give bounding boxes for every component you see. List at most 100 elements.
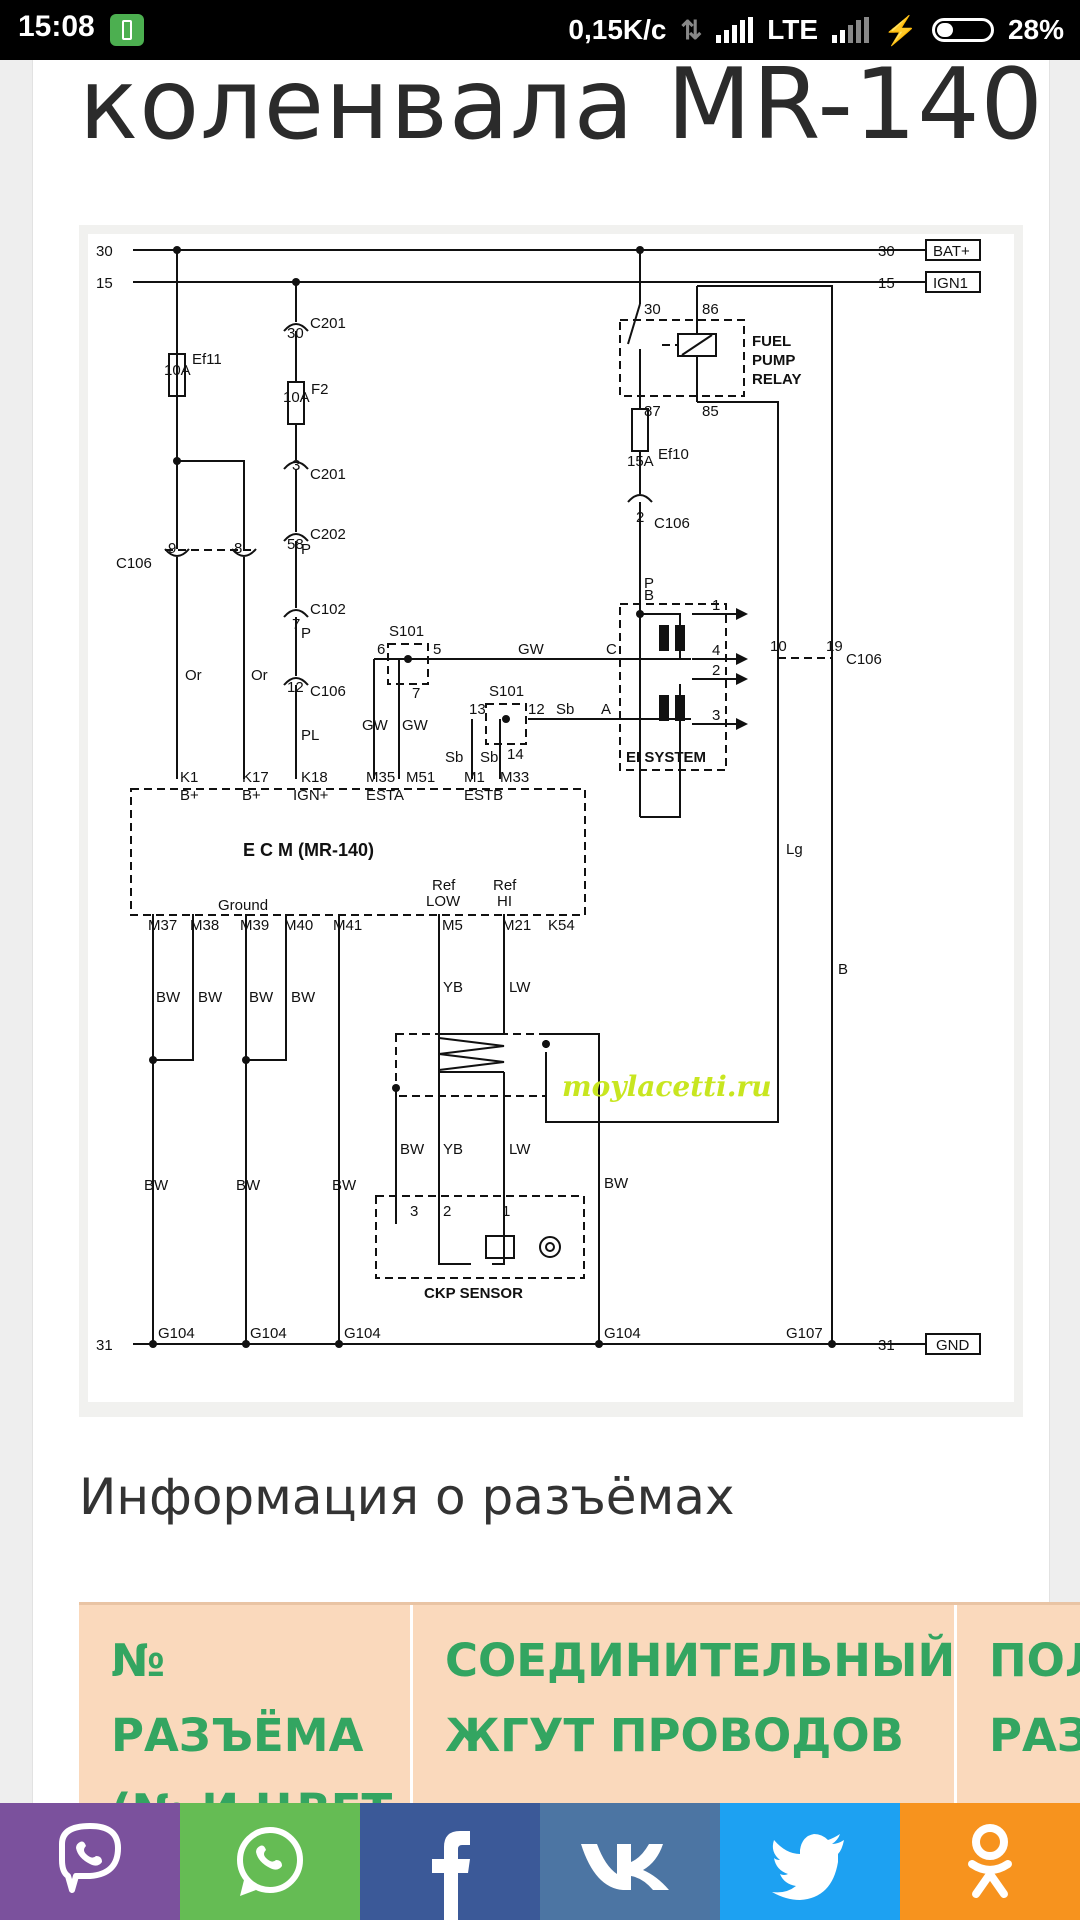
wiring-diagram-figure[interactable]: 30 30 BAT+ 15 15 IGN1 31 31 GND 10A Ef11… bbox=[79, 225, 1023, 1417]
vk-icon bbox=[581, 1843, 669, 1890]
svg-text:M39: M39 bbox=[240, 917, 269, 934]
svg-text:HI: HI bbox=[497, 893, 512, 910]
svg-text:M35: M35 bbox=[366, 769, 395, 786]
svg-text:8: 8 bbox=[234, 540, 242, 557]
svg-text:G104: G104 bbox=[604, 1325, 641, 1342]
svg-text:IGN+: IGN+ bbox=[293, 787, 329, 804]
svg-text:BW: BW bbox=[144, 1177, 169, 1194]
svg-text:M21: M21 bbox=[502, 917, 531, 934]
svg-text:BW: BW bbox=[400, 1141, 425, 1158]
svg-text:BW: BW bbox=[604, 1175, 629, 1192]
status-bar: 15:08 0,15K/c ⇅ LTE ⚡ 28% bbox=[0, 0, 1080, 60]
svg-text:BAT+: BAT+ bbox=[933, 243, 970, 260]
svg-text:S101: S101 bbox=[489, 683, 524, 700]
viber-icon bbox=[59, 1822, 121, 1893]
svg-text:BW: BW bbox=[291, 989, 316, 1006]
svg-text:M41: M41 bbox=[333, 917, 362, 934]
svg-text:C106: C106 bbox=[654, 515, 690, 532]
svg-text:YB: YB bbox=[443, 979, 463, 996]
svg-text:15A: 15A bbox=[627, 453, 654, 470]
svg-text:G104: G104 bbox=[344, 1325, 381, 1342]
svg-text:P: P bbox=[301, 625, 311, 642]
svg-text:87: 87 bbox=[644, 403, 661, 420]
svg-text:M40: M40 bbox=[284, 917, 313, 934]
svg-text:C106: C106 bbox=[846, 651, 882, 668]
svg-text:B: B bbox=[838, 961, 848, 978]
odnoklassniki-share-button[interactable] bbox=[900, 1803, 1080, 1920]
svg-text:1: 1 bbox=[502, 1203, 510, 1220]
svg-text:30: 30 bbox=[644, 301, 661, 318]
battery-icon bbox=[931, 18, 994, 42]
whatsapp-icon bbox=[237, 1826, 303, 1896]
svg-text:14: 14 bbox=[507, 746, 524, 763]
viber-share-button[interactable] bbox=[0, 1803, 180, 1920]
svg-text:Lg: Lg bbox=[786, 841, 803, 858]
svg-text:15: 15 bbox=[878, 275, 895, 292]
facebook-icon bbox=[432, 1831, 470, 1920]
svg-text:LW: LW bbox=[509, 979, 531, 996]
svg-text:Sb: Sb bbox=[480, 749, 498, 766]
battery-notification-icon bbox=[110, 14, 144, 46]
vk-share-button[interactable] bbox=[540, 1803, 720, 1920]
svg-text:EI SYSTEM: EI SYSTEM bbox=[626, 749, 706, 766]
battery-level: 28% bbox=[1007, 14, 1064, 45]
wiring-diagram: 30 30 BAT+ 15 15 IGN1 31 31 GND 10A Ef11… bbox=[88, 234, 1014, 1402]
svg-text:LOW: LOW bbox=[426, 893, 461, 910]
watermark: moylacetti.ru bbox=[562, 1070, 772, 1103]
svg-text:C106: C106 bbox=[310, 683, 346, 700]
svg-text:IGN1: IGN1 bbox=[933, 275, 968, 292]
svg-text:BW: BW bbox=[198, 989, 223, 1006]
svg-text:Or: Or bbox=[185, 667, 202, 684]
svg-text:M33: M33 bbox=[500, 769, 529, 786]
svg-text:S101: S101 bbox=[389, 623, 424, 640]
section-heading: Информация о разъёмах bbox=[79, 1468, 735, 1526]
odnoklassniki-icon bbox=[968, 1823, 1012, 1898]
data-transfer-icon: ⇅ bbox=[680, 14, 703, 45]
table-header-cell: ПОЛОЖЕНИЕ РАЗЪЁМА bbox=[989, 1634, 1080, 1762]
svg-text:GW: GW bbox=[402, 717, 429, 734]
svg-text:5: 5 bbox=[433, 641, 441, 658]
svg-text:ESTB: ESTB bbox=[464, 787, 503, 804]
svg-text:15: 15 bbox=[96, 275, 113, 292]
svg-text:C102: C102 bbox=[310, 601, 346, 618]
svg-text:G107: G107 bbox=[786, 1325, 823, 1342]
svg-text:7: 7 bbox=[412, 685, 420, 702]
table-header-cell: СОЕДИНИТЕЛЬНЫЙ ЖГУТ ПРОВОДОВ bbox=[413, 1605, 957, 1865]
svg-text:4: 4 bbox=[712, 642, 720, 659]
svg-text:GND: GND bbox=[936, 1337, 970, 1354]
signal-2-icon bbox=[832, 17, 870, 43]
svg-text:3: 3 bbox=[410, 1203, 418, 1220]
svg-text:M38: M38 bbox=[190, 917, 219, 934]
svg-text:PUMP: PUMP bbox=[752, 352, 795, 369]
svg-text:Ef10: Ef10 bbox=[658, 446, 689, 463]
svg-text:85: 85 bbox=[702, 403, 719, 420]
svg-text:CKP SENSOR: CKP SENSOR bbox=[424, 1285, 523, 1302]
twitter-share-button[interactable] bbox=[720, 1803, 900, 1920]
svg-text:K18: K18 bbox=[301, 769, 328, 786]
svg-text:G104: G104 bbox=[158, 1325, 195, 1342]
svg-text:Or: Or bbox=[251, 667, 268, 684]
svg-text:BW: BW bbox=[156, 989, 181, 1006]
svg-text:M5: M5 bbox=[442, 917, 463, 934]
svg-text:7: 7 bbox=[292, 616, 300, 633]
svg-text:B+: B+ bbox=[242, 787, 261, 804]
whatsapp-share-button[interactable] bbox=[180, 1803, 360, 1920]
svg-text:C201: C201 bbox=[310, 315, 346, 332]
svg-text:M1: M1 bbox=[464, 769, 485, 786]
svg-text:A: A bbox=[601, 701, 611, 718]
svg-text:BW: BW bbox=[236, 1177, 261, 1194]
svg-text:K54: K54 bbox=[548, 917, 575, 934]
svg-text:PL: PL bbox=[301, 727, 319, 744]
svg-text:B: B bbox=[644, 587, 654, 604]
svg-text:RELAY: RELAY bbox=[752, 371, 801, 388]
svg-text:Sb: Sb bbox=[445, 749, 463, 766]
svg-text:58: 58 bbox=[287, 536, 304, 553]
svg-text:C: C bbox=[606, 641, 617, 658]
svg-text:12: 12 bbox=[528, 701, 545, 718]
svg-text:2: 2 bbox=[443, 1203, 451, 1220]
facebook-share-button[interactable] bbox=[360, 1803, 540, 1920]
twitter-icon bbox=[772, 1833, 844, 1900]
svg-text:P: P bbox=[644, 575, 654, 592]
svg-text:10: 10 bbox=[770, 638, 787, 655]
network-speed: 0,15K/c bbox=[568, 14, 667, 45]
